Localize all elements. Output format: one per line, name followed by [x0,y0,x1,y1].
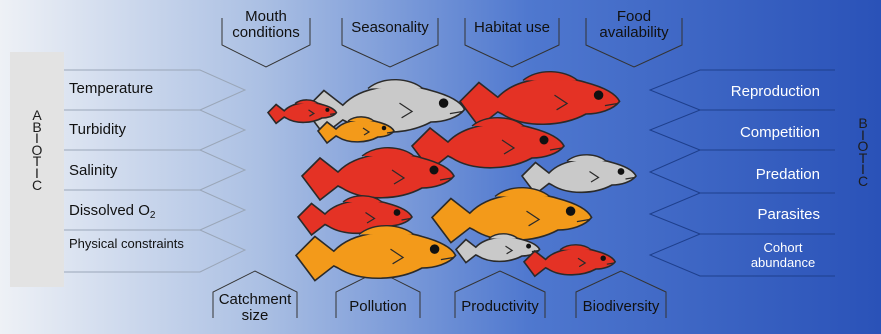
fish-orange [432,188,592,243]
fish-orange [296,226,456,281]
fish-red [460,72,620,127]
fish-grey [522,155,636,194]
